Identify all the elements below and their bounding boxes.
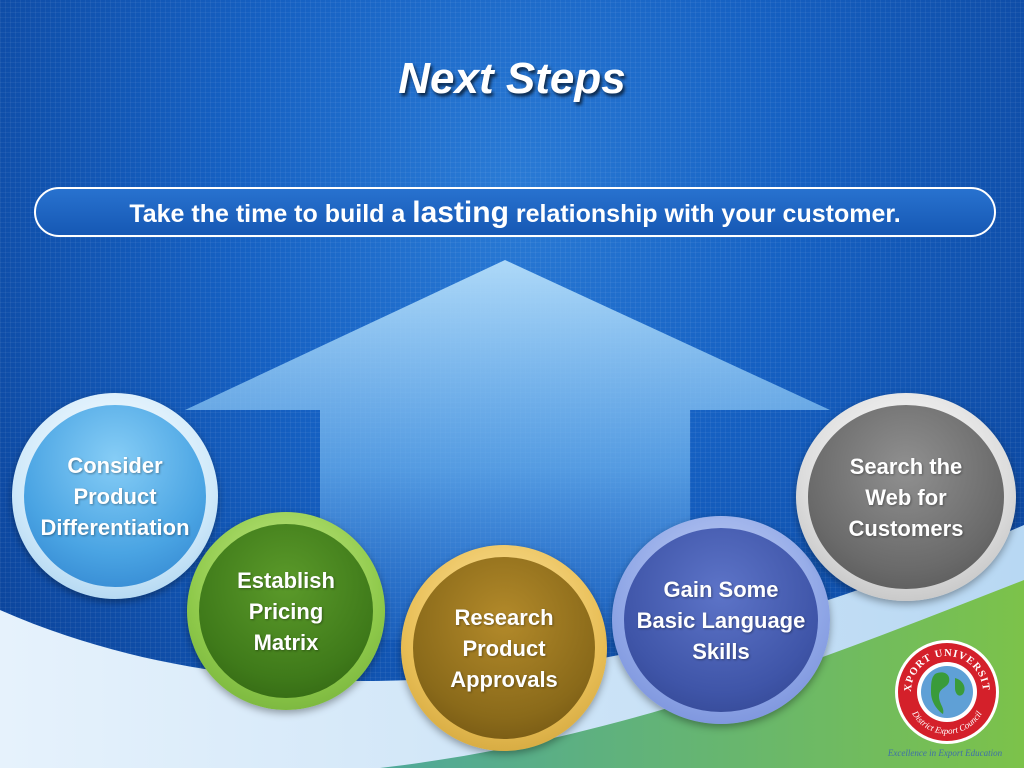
logo-tagline: Excellence in Export Education (887, 748, 1003, 758)
step-circle-inner (24, 405, 206, 587)
step-label-line: Approvals (450, 666, 558, 692)
step-circle-inner (808, 405, 1004, 589)
step-label: Consider Product Differentiation (12, 393, 218, 599)
slide-title: Next Steps (398, 54, 626, 103)
step-label-line: Matrix (253, 629, 319, 655)
export-university-logo: EXPORT UNIVERSITY District Export Counci… (893, 638, 999, 744)
step-label-line: Search the (849, 453, 963, 479)
step-label-line: Basic Language (636, 607, 806, 633)
step-circle-inner (624, 528, 818, 712)
step-label-line: Consider (67, 452, 163, 478)
step-label-line: Establish (237, 567, 335, 593)
step-label-line: Gain Some (663, 576, 779, 602)
step-label-line: Product (73, 483, 157, 509)
step-label-line: Customers (848, 515, 964, 541)
step-label-line: Research (454, 604, 554, 630)
step-label: Search the Web for Customers (796, 393, 1016, 601)
banner-text-before: Take the time to build a (129, 200, 413, 228)
step-label: Gain Some Basic Language Skills (612, 516, 830, 724)
step-label: Establish Pricing Matrix (187, 512, 385, 710)
step-label-line: Skills (692, 638, 750, 664)
step-label-line: Differentiation (40, 514, 190, 540)
globe-landmass (931, 672, 950, 714)
step-label-line: Product (462, 635, 546, 661)
banner-emphasis: lasting (412, 196, 509, 229)
step-circle-inner (199, 524, 373, 698)
step-circle-consider-differentiation: Consider Product Differentiation (12, 393, 218, 599)
step-label-line: Web for (865, 484, 947, 510)
green-wave (380, 580, 1024, 768)
step-circle-product-approvals: Research Product Approvals (401, 545, 607, 751)
step-label: Research Product Approvals (401, 545, 607, 751)
step-circle-language-skills: Gain Some Basic Language Skills (612, 516, 830, 724)
step-circle-search-web: Search the Web for Customers (796, 393, 1016, 601)
step-circle-pricing-matrix: Establish Pricing Matrix (187, 512, 385, 710)
tagline-banner: Take the time to build a lasting relatio… (34, 187, 996, 237)
globe-landmass (955, 678, 965, 696)
step-circle-inner (413, 557, 595, 739)
banner-text-after: relationship with your customer. (508, 200, 901, 228)
step-label-line: Pricing (248, 598, 324, 624)
